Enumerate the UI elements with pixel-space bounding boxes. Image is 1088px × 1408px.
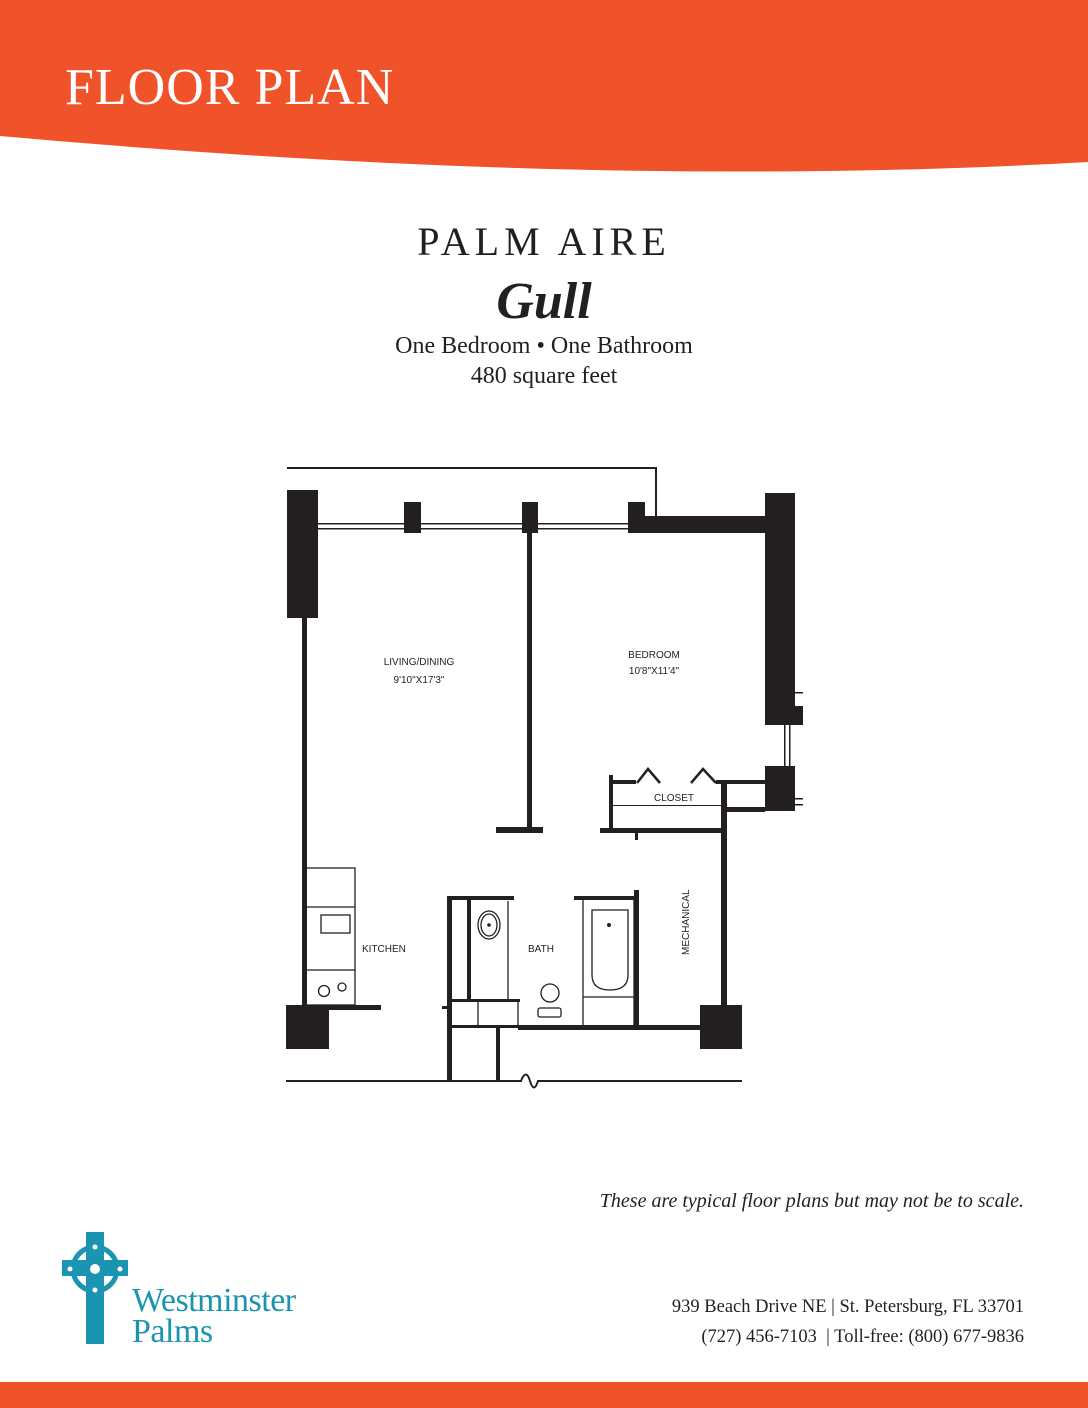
phone-numbers: (727) 456-7103 | Toll-free: (800) 677-98… [701,1327,1024,1347]
bath-label: BATH [528,944,554,955]
footer-bar [0,1382,1088,1408]
living-dining-label: LIVING/DINING [384,657,455,668]
logo-line-2: Palms [132,1313,213,1350]
living-dining-dimensions: 9'10"X17'3" [394,675,445,686]
unit-rooms: One Bedroom • One Bathroom [395,333,693,359]
community-name: PALM AIRE [417,219,671,264]
bedroom-dimensions: 10'8"X11'4" [629,666,680,677]
bedroom-label: BEDROOM [628,650,680,661]
header-title: FLOOR PLAN [65,59,395,116]
kitchen-label: KITCHEN [362,944,406,955]
logo-line-1: Westminster [132,1282,296,1319]
unit-area: 480 square feet [470,363,618,389]
celtic-cross-icon [62,1232,128,1344]
mechanical-label: MECHANICAL [681,889,692,955]
disclaimer: These are typical floor plans but may no… [599,1190,1024,1212]
address: 939 Beach Drive NE | St. Petersburg, FL … [671,1297,1024,1317]
header-banner [0,0,1088,172]
model-name: Gull [496,273,592,330]
closet-label: CLOSET [654,793,694,804]
